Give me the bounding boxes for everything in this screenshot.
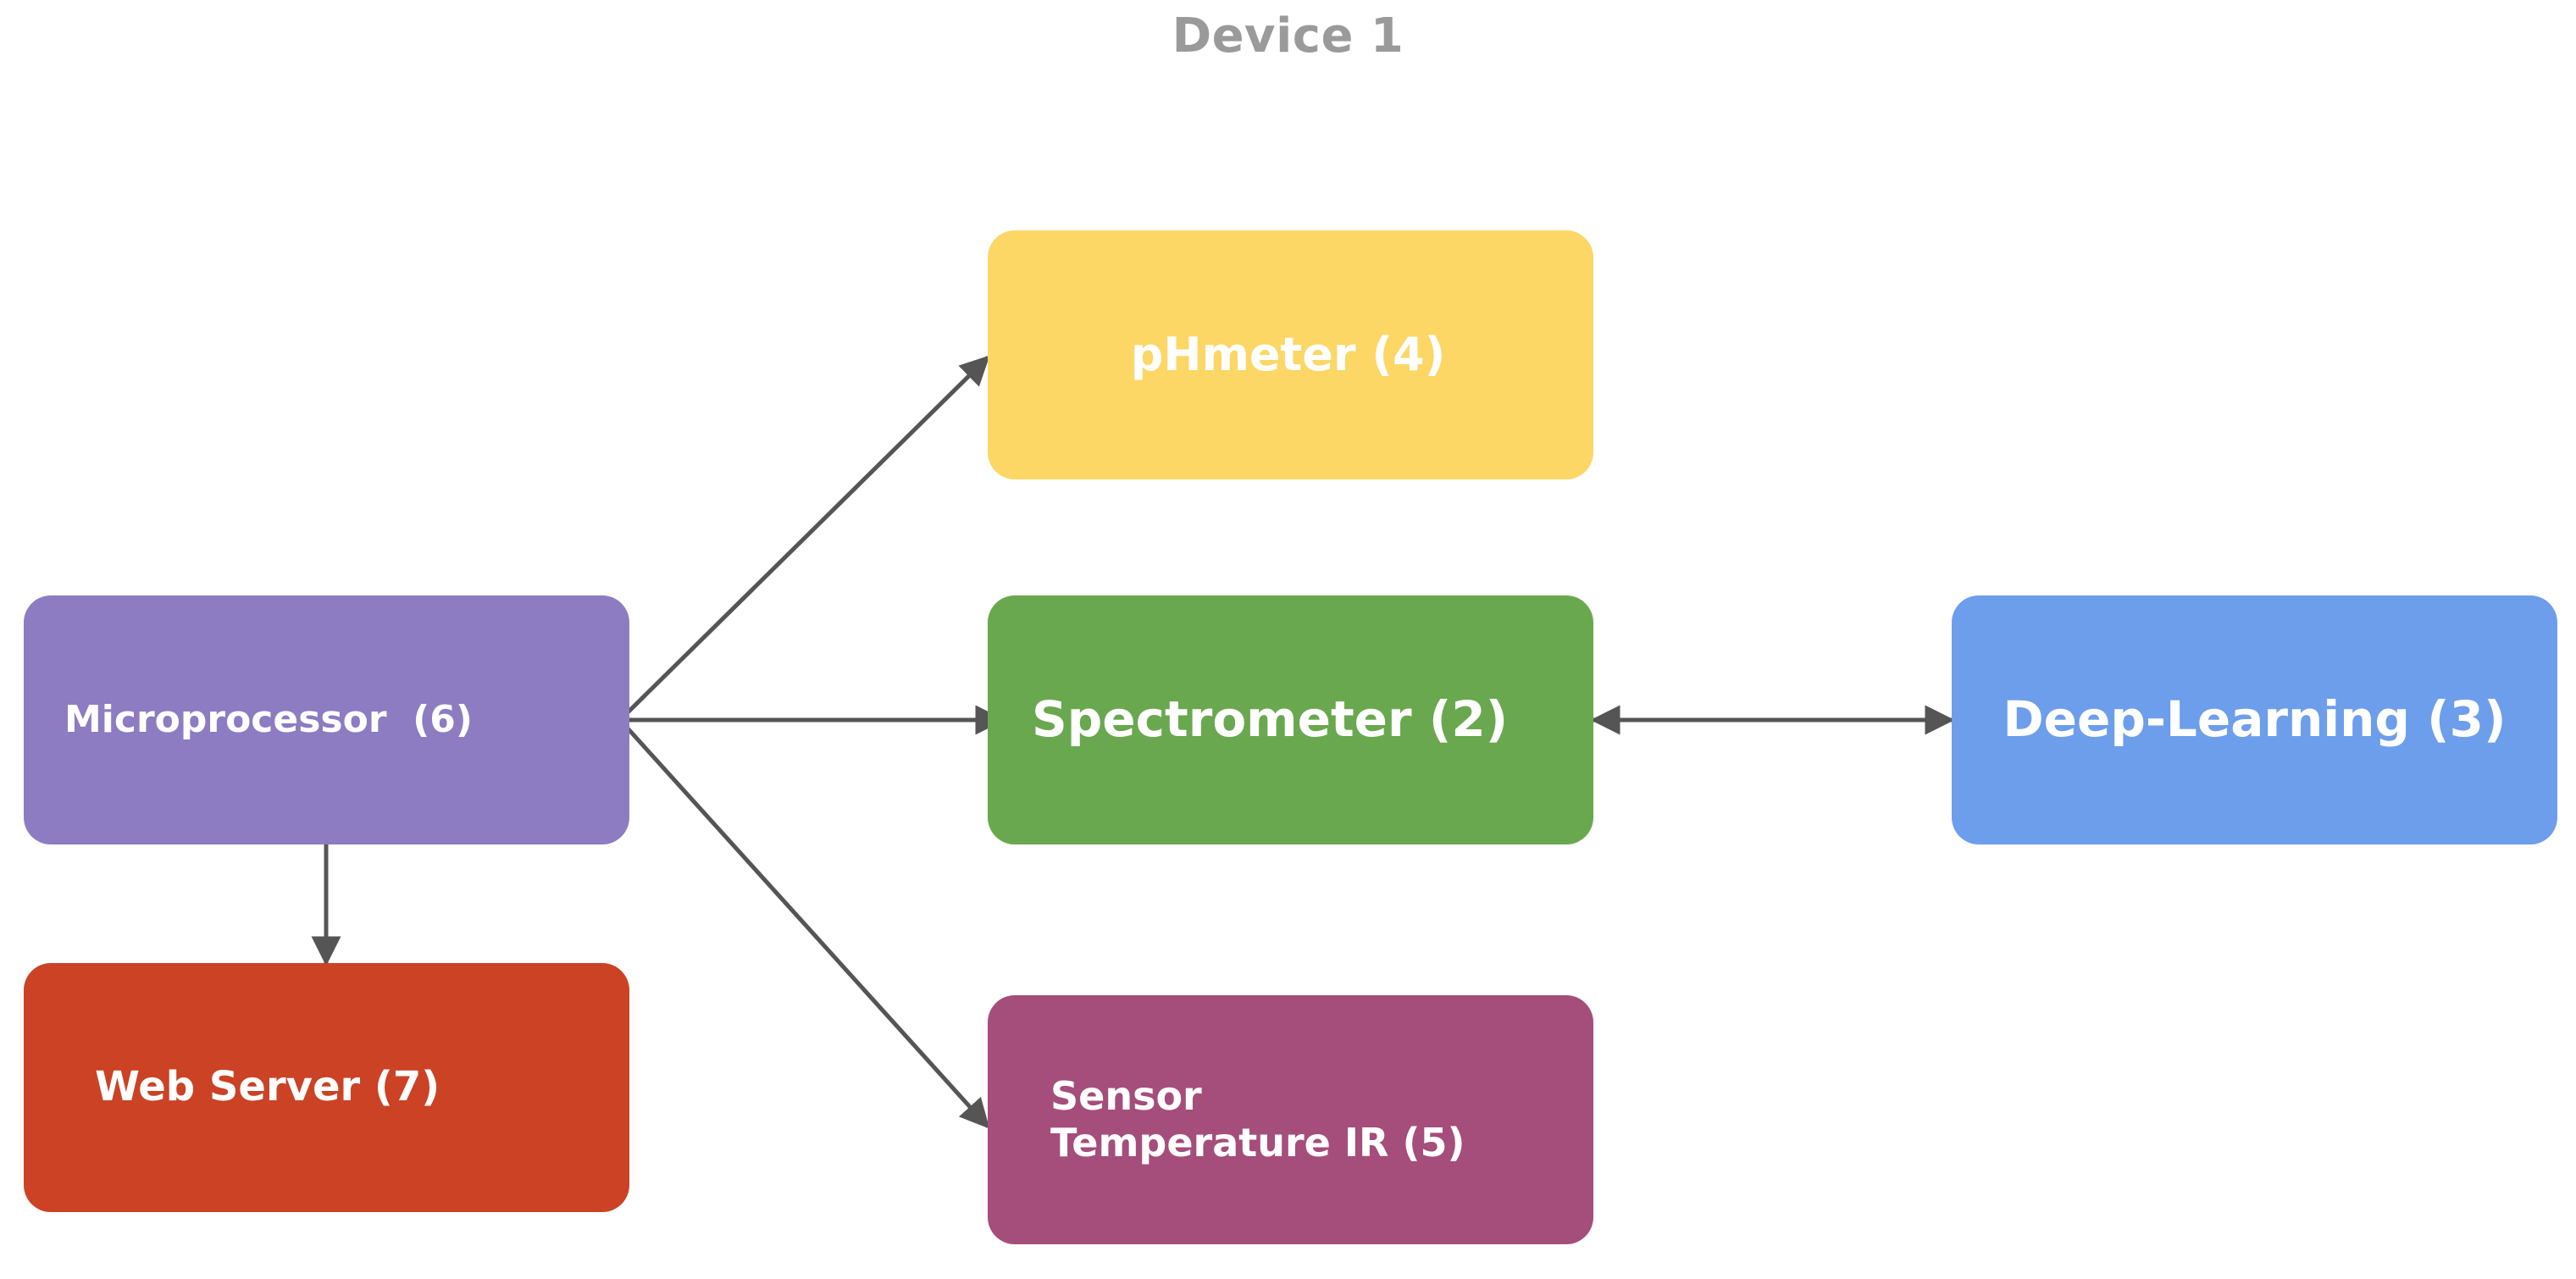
node-microprocessor-label: Microprocessor (6) <box>64 697 474 741</box>
edge-microprocessor-phmeter <box>618 355 990 722</box>
node-phmeter-label: pHmeter (4) <box>1130 327 1446 381</box>
node-deep-learning: Deep-Learning (3) <box>1952 595 2557 844</box>
node-microprocessor: Microprocessor (6) <box>24 595 629 844</box>
node-deep-learning-label: Deep-Learning (3) <box>2003 690 2507 749</box>
diagram-title: Device 1 <box>1172 8 1404 64</box>
edge-microprocessor-sensor <box>618 718 990 1129</box>
node-sensor-label: Sensor Temperature IR (5) <box>1050 1072 1465 1165</box>
node-web-server: Web Server (7) <box>24 963 629 1212</box>
node-spectrometer: Spectrometer (2) <box>988 595 1593 844</box>
node-web-server-label: Web Server (7) <box>95 1063 440 1111</box>
node-phmeter: pHmeter (4) <box>988 230 1593 479</box>
node-sensor-temperature-ir: Sensor Temperature IR (5) <box>988 995 1593 1244</box>
node-spectrometer-label: Spectrometer (2) <box>1032 690 1509 749</box>
